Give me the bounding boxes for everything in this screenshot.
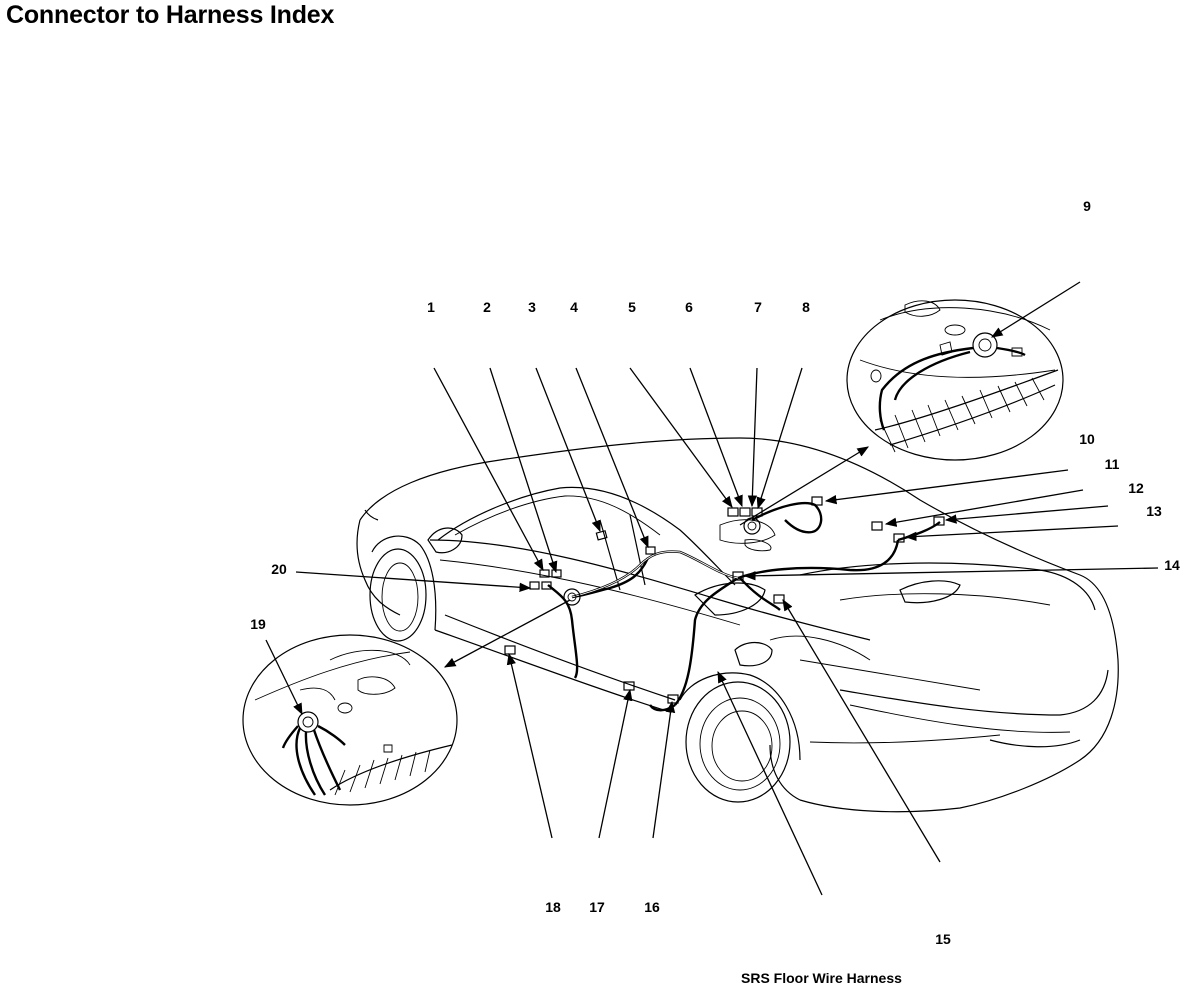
callout-10: 10 bbox=[1079, 431, 1095, 447]
callout-11: 11 bbox=[1105, 456, 1120, 472]
callout-1: 1 bbox=[427, 299, 435, 315]
callout-16: 16 bbox=[644, 899, 660, 915]
detail-view-rear bbox=[846, 299, 1064, 461]
callout-4: 4 bbox=[570, 299, 578, 315]
callout-6: 6 bbox=[685, 299, 693, 315]
callout-13: 13 bbox=[1146, 503, 1162, 519]
callout-5: 5 bbox=[628, 299, 636, 315]
connectors bbox=[504, 496, 945, 704]
callout-12: 12 bbox=[1128, 480, 1144, 496]
callout-17: 17 bbox=[589, 899, 605, 915]
callout-18: 18 bbox=[545, 899, 561, 915]
diagram-caption: SRS Floor Wire Harness bbox=[741, 970, 902, 986]
callout-7: 7 bbox=[754, 299, 762, 315]
callout-8: 8 bbox=[802, 299, 810, 315]
leader-lines bbox=[265, 281, 1159, 896]
callout-14: 14 bbox=[1164, 557, 1180, 573]
srs-floor-wire-harness bbox=[547, 501, 941, 712]
callout-labels: 1 2 3 4 5 6 7 8 9 10 11 12 13 14 15 16 1… bbox=[250, 198, 1180, 947]
callout-20: 20 bbox=[271, 561, 287, 577]
page-title: Connector to Harness Index bbox=[6, 1, 335, 29]
callout-9: 9 bbox=[1083, 198, 1091, 214]
detail-view-front bbox=[242, 634, 458, 806]
callout-2: 2 bbox=[483, 299, 491, 315]
car-body-outline bbox=[356, 437, 1119, 813]
callout-15: 15 bbox=[935, 931, 951, 947]
callout-3: 3 bbox=[528, 299, 536, 315]
callout-19: 19 bbox=[250, 616, 266, 632]
